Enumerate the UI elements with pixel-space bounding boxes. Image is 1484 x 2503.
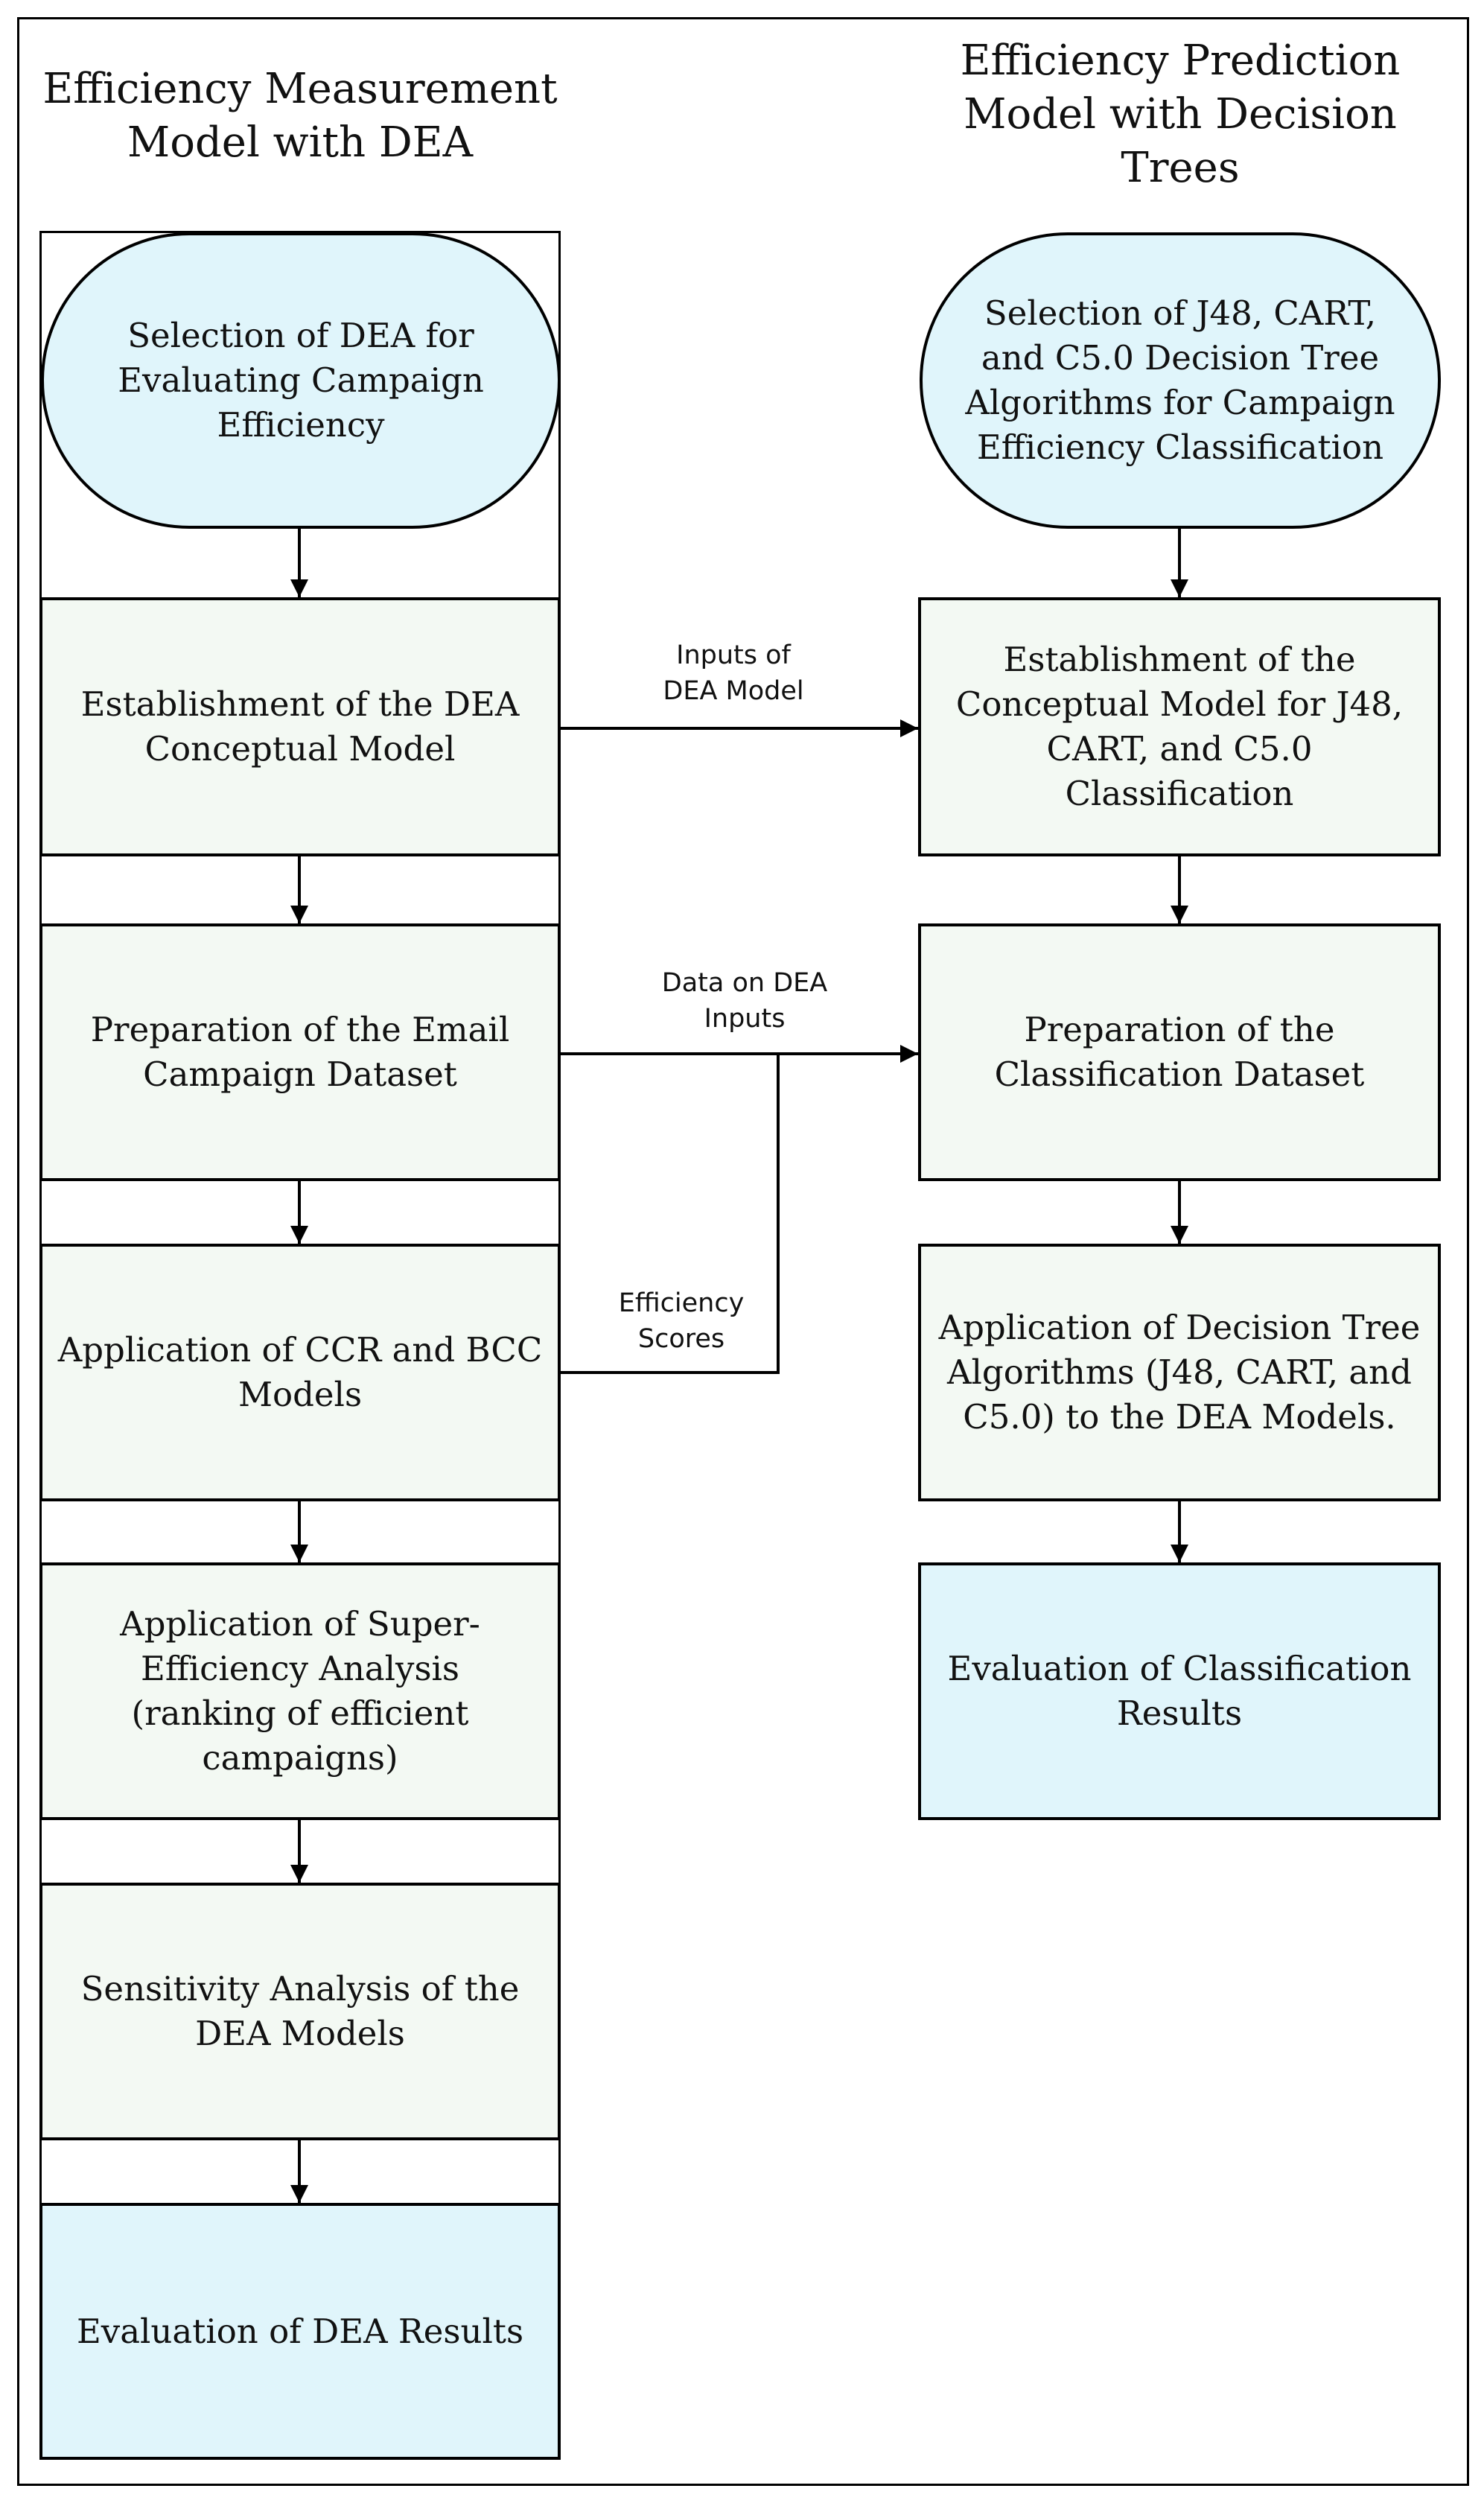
left-column-title: Efficiency Measurement Model with DEA bbox=[42, 65, 558, 167]
right-start-terminal: Selection of J48, CART, and C5.0 Decisio… bbox=[920, 232, 1441, 529]
label-efficiency-scores: Efficiency Scores bbox=[618, 1288, 745, 1354]
right-step-conceptual-model: Establishment of the Conceptual Model fo… bbox=[918, 597, 1441, 856]
label-data-on-dea-inputs: Data on DEA Inputs bbox=[661, 968, 828, 1034]
right-column-title: Efficiency Prediction Model with Decisio… bbox=[960, 36, 1401, 192]
left-step-super-efficiency: Application of Super-Efficiency Analysis… bbox=[39, 1562, 561, 1820]
left-step-sensitivity-analysis: Sensitivity Analysis of the DEA Models bbox=[39, 1883, 561, 2140]
right-step-decision-tree-application: Application of Decision Tree Algorithms … bbox=[918, 1244, 1441, 1501]
left-step-dea-conceptual-model: Establishment of the DEA Conceptual Mode… bbox=[39, 597, 561, 856]
right-step-classification-dataset: Preparation of the Classification Datase… bbox=[918, 923, 1441, 1181]
outer-frame bbox=[17, 17, 1469, 2486]
left-step-ccr-bcc-models: Application of CCR and BCC Models bbox=[39, 1244, 561, 1501]
left-end-evaluation: Evaluation of DEA Results bbox=[39, 2203, 561, 2460]
line-efficiency-scores bbox=[561, 1054, 780, 1374]
left-step-email-dataset: Preparation of the Email Campaign Datase… bbox=[39, 923, 561, 1181]
label-inputs-of-dea-model: Inputs of DEA Model bbox=[663, 640, 804, 706]
left-start-terminal: Selection of DEA for Evaluating Campaign… bbox=[41, 232, 561, 529]
right-end-evaluation: Evaluation of Classification Results bbox=[918, 1562, 1441, 1820]
